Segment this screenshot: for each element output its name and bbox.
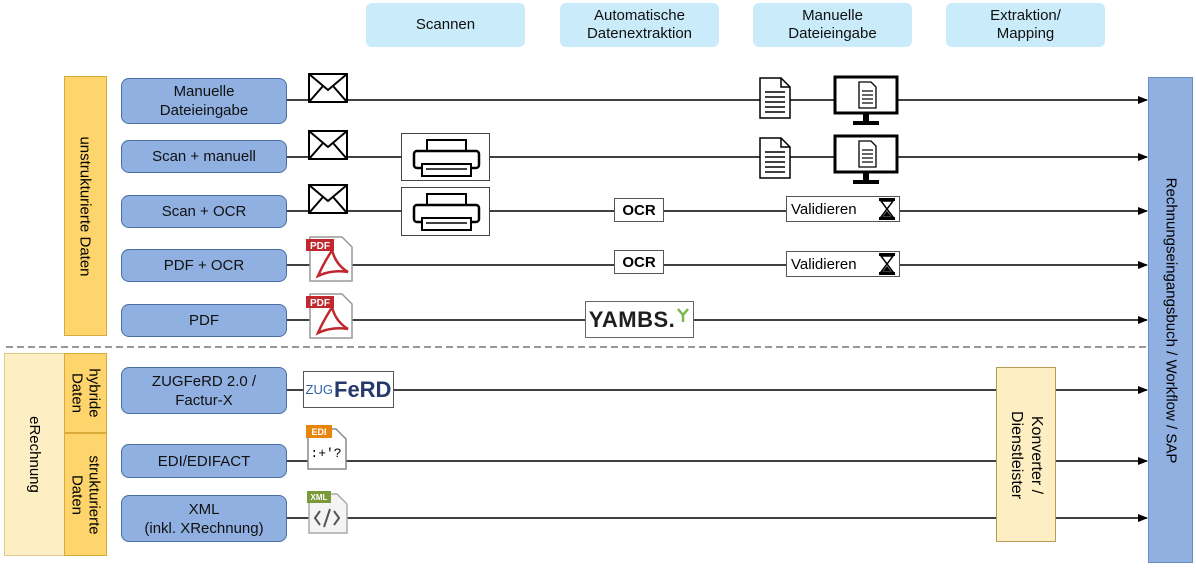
edi-file-label: EDI	[311, 427, 326, 437]
ocr-tag: OCR	[614, 198, 664, 222]
ocr-tag: OCR	[614, 250, 664, 274]
header-automatische-datenextraktion: Automatische Datenextraktion	[560, 3, 719, 47]
header-scannen: Scannen	[366, 3, 525, 47]
row-edi-edifact: EDI/EDIFACT	[121, 444, 287, 478]
group-erechnung-label: eRechnung	[26, 416, 44, 493]
document-icon	[759, 137, 791, 179]
converter-box: Konverter / Dienstleister	[996, 367, 1056, 542]
pdf-icon: PDF	[306, 236, 353, 282]
header-manuelle-dateieingabe: Manuelle Dateieingabe	[753, 3, 912, 47]
monitor-icon	[833, 134, 899, 184]
zugferd-prefix: ZUG	[305, 382, 333, 397]
yambs-logo-text: YAMBS.	[588, 306, 676, 332]
row-xml: XML (inkl. XRechnung)	[121, 495, 287, 542]
row-scan-manuell: Scan + manuell	[121, 140, 287, 173]
validieren-tag: Validieren	[786, 196, 900, 222]
destination-bar: Rechnungseingangsbuch / Workflow / SAP	[1148, 77, 1193, 563]
group-hybride-daten: hybride Daten	[64, 353, 107, 433]
pdf-icon: PDF	[306, 293, 353, 339]
pdf-icon-label: PDF	[310, 241, 330, 252]
row-scan-ocr: Scan + OCR	[121, 195, 287, 228]
yambs-logo: YAMBS.	[585, 301, 694, 338]
printer-icon	[401, 187, 490, 236]
header-extraktion-mapping: Extraktion/ Mapping	[946, 3, 1105, 47]
converter-label: Konverter / Dienstleister	[1008, 410, 1045, 499]
hourglass-icon	[879, 198, 895, 220]
xml-file-icon: XML	[307, 491, 348, 534]
xml-file-label: XML	[311, 493, 328, 502]
group-erechnung: eRechnung	[4, 353, 65, 556]
zugferd-main: FeRD	[334, 376, 392, 402]
envelope-icon	[308, 130, 348, 160]
envelope-icon	[308, 73, 348, 103]
envelope-icon	[308, 184, 348, 214]
monitor-icon	[833, 75, 899, 125]
group-strukturierte-label: strukturierte Daten	[68, 454, 103, 535]
row-pdf-ocr: PDF + OCR	[121, 249, 287, 282]
yambs-leaf-icon	[677, 307, 690, 322]
hourglass-icon	[879, 253, 895, 275]
edi-file-icon: EDI :+'?	[306, 425, 347, 470]
printer-icon	[401, 133, 490, 181]
document-icon	[759, 77, 791, 119]
group-unstrukturierte-daten: unstrukturierte Daten	[64, 76, 107, 336]
validieren-label: Validieren	[791, 255, 857, 273]
validieren-tag: Validieren	[786, 251, 900, 277]
group-hybride-label: hybride Daten	[68, 368, 103, 418]
group-strukturierte-daten: strukturierte Daten	[64, 433, 107, 556]
destination-label: Rechnungseingangsbuch / Workflow / SAP	[1162, 177, 1179, 463]
pdf-icon-label: PDF	[310, 298, 330, 309]
edi-symbol: :+'?	[310, 446, 341, 461]
validieren-label: Validieren	[791, 200, 857, 218]
row-zugferd: ZUGFeRD 2.0 / Factur-X	[121, 367, 287, 414]
group-unstrukturierte-label: unstrukturierte Daten	[77, 135, 95, 277]
row-manuelle-dateieingabe: Manuelle Dateieingabe	[121, 78, 287, 124]
row-pdf: PDF	[121, 304, 287, 337]
